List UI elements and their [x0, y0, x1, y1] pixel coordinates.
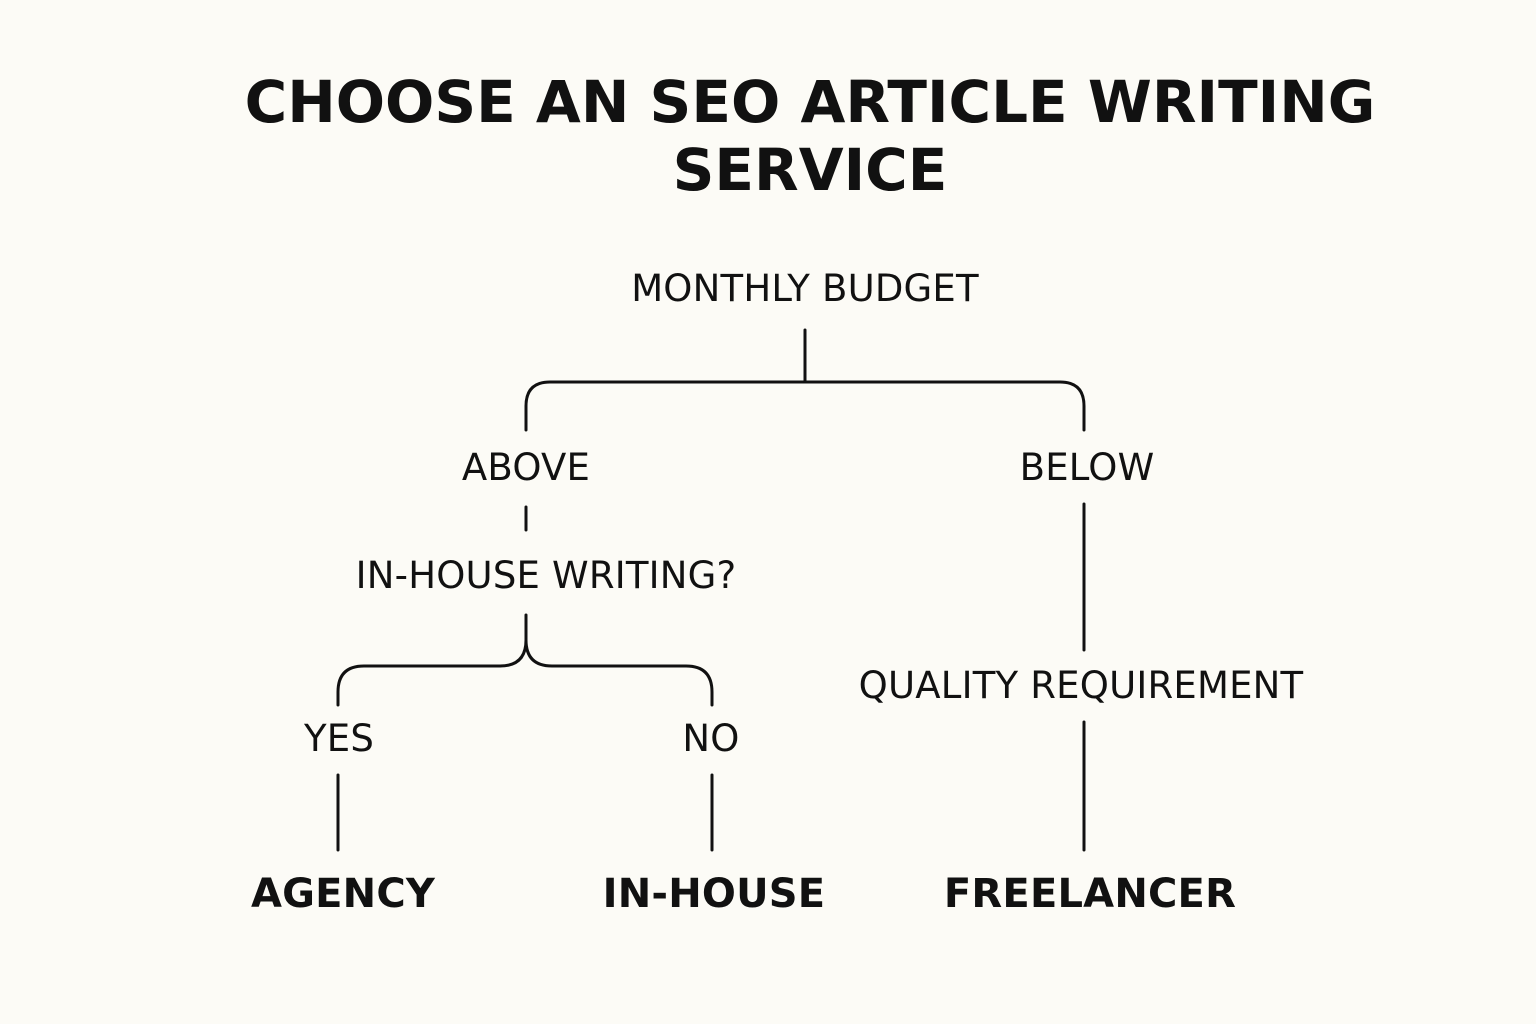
connector-question-stem — [498, 613, 528, 668]
diagram-title-line-1: CHOOSE AN SEO ARTICLE WRITING — [244, 68, 1376, 136]
connector-question-to-yes — [336, 664, 502, 707]
connector-question-to-no — [524, 638, 714, 707]
node-in-house-writing-question: IN-HOUSE WRITING? — [355, 554, 737, 597]
node-no: NO — [682, 717, 740, 760]
node-in-house: IN-HOUSE — [602, 871, 826, 917]
diagram-title-line-2: SERVICE — [672, 136, 948, 204]
node-yes: YES — [303, 717, 375, 760]
node-quality-requirement: QUALITY REQUIREMENT — [858, 664, 1304, 707]
node-above: ABOVE — [461, 446, 591, 489]
node-monthly-budget: MONTHLY BUDGET — [631, 267, 979, 310]
connector-root-to-above — [524, 380, 807, 432]
connector-root-to-below — [803, 380, 1086, 432]
node-freelancer: FREELANCER — [943, 871, 1237, 917]
node-agency: AGENCY — [250, 871, 436, 917]
node-below: BELOW — [1019, 446, 1155, 489]
